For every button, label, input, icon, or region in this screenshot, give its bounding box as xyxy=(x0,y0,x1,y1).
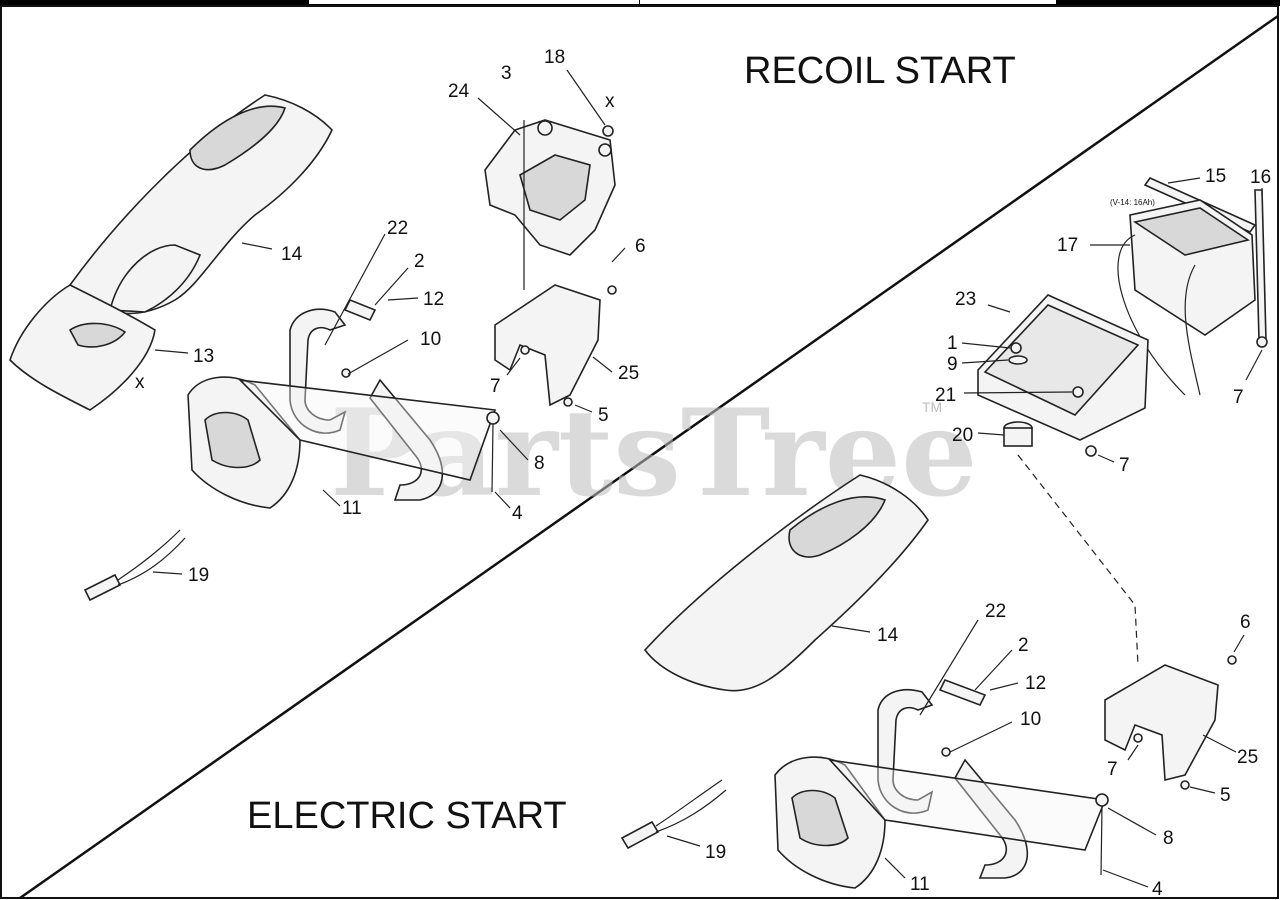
recoil-start-title: RECOIL START xyxy=(744,50,1016,92)
part-7-nut xyxy=(520,345,530,355)
header-cell-right xyxy=(639,0,1057,5)
label-25-electric: 25 xyxy=(1237,747,1258,768)
label-5: 5 xyxy=(598,405,609,426)
part-20-rubber-mount xyxy=(1003,421,1033,447)
label-13: 13 xyxy=(193,346,214,367)
label-24: 24 xyxy=(448,81,470,102)
label-23: 23 xyxy=(955,289,976,310)
label-6-electric: 6 xyxy=(1240,612,1251,633)
label-1: 1 xyxy=(947,333,958,354)
part-11-handle-base xyxy=(187,376,301,509)
electric-start-title: ELECTRIC START xyxy=(247,795,567,837)
part-25-mount-plate xyxy=(494,284,601,407)
label-21: 21 xyxy=(935,385,956,406)
label-x-upper: x xyxy=(605,91,615,112)
part-4-bolt-electric xyxy=(1100,805,1103,876)
label-10-electric: 10 xyxy=(1020,709,1041,730)
label-22: 22 xyxy=(387,218,408,239)
part-1-bolt xyxy=(1010,342,1022,354)
mount-path xyxy=(1017,454,1139,666)
label-2-electric: 2 xyxy=(1018,635,1029,656)
part-19-wire-harness-electric xyxy=(620,779,727,850)
label-8: 8 xyxy=(534,453,545,474)
part-6-screw-electric xyxy=(1227,655,1237,665)
part-18-washer xyxy=(602,125,614,137)
part-14-console-cover xyxy=(68,94,333,315)
label-x-lower: x xyxy=(135,372,145,393)
part-7-nut-a xyxy=(1085,445,1097,457)
part-23-battery-tray xyxy=(977,294,1149,441)
part-17-battery: (V-14: 16Ah) xyxy=(1110,198,1256,396)
part-14-console-cover-electric xyxy=(643,474,929,692)
label-11-electric: 11 xyxy=(910,874,930,895)
label-22-electric: 22 xyxy=(985,601,1006,622)
label-25: 25 xyxy=(618,363,639,384)
label-3: 3 xyxy=(501,63,512,84)
part-8-nut-electric xyxy=(1095,793,1109,807)
battery-rating: (V-14: 16Ah) xyxy=(1110,198,1155,207)
label-17: 17 xyxy=(1057,235,1078,256)
label-8-electric: 8 xyxy=(1163,828,1174,849)
part-12-clip xyxy=(343,298,377,322)
label-15: 15 xyxy=(1205,166,1226,187)
label-2: 2 xyxy=(414,251,425,272)
label-7-mount: 7 xyxy=(1119,455,1130,476)
watermark-tm: TM xyxy=(922,399,942,415)
section-divider xyxy=(19,14,1279,900)
part-22-handle-frame xyxy=(237,308,497,501)
diagram-border xyxy=(0,5,1279,899)
part-7-nut-b xyxy=(1256,336,1268,348)
part-16-rod xyxy=(1254,189,1267,341)
part-5-screw xyxy=(563,397,573,407)
label-20: 20 xyxy=(952,425,973,446)
part-22-handle-frame-electric xyxy=(827,688,1107,879)
label-16: 16 xyxy=(1250,167,1271,188)
part-21-nut xyxy=(1072,386,1084,398)
part-19-wire-harness xyxy=(83,529,186,602)
part-6-screw xyxy=(607,285,617,295)
label-4-electric: 4 xyxy=(1152,879,1163,900)
label-12-electric: 12 xyxy=(1025,673,1046,694)
part-8-nut xyxy=(486,411,500,425)
part-9-washer xyxy=(1008,355,1028,365)
label-12: 12 xyxy=(423,289,444,310)
part-25-mount-plate-electric xyxy=(1104,664,1219,782)
part-10-screw-electric xyxy=(941,747,951,757)
part-4-bolt xyxy=(491,423,494,493)
label-14-electric: 14 xyxy=(877,625,899,646)
label-7: 7 xyxy=(490,376,501,397)
label-19-electric: 19 xyxy=(705,842,726,863)
label-4: 4 xyxy=(512,503,523,524)
label-19: 19 xyxy=(188,565,209,586)
label-7-electric: 7 xyxy=(1107,759,1118,780)
label-9: 9 xyxy=(947,354,958,375)
label-10: 10 xyxy=(420,329,441,350)
label-6: 6 xyxy=(635,236,646,257)
label-5-electric: 5 xyxy=(1220,785,1231,806)
label-18: 18 xyxy=(544,47,565,68)
label-14: 14 xyxy=(281,244,303,265)
part-12-clip-electric xyxy=(938,678,987,707)
part-13-dash-panel xyxy=(9,284,156,411)
part-5-screw-electric xyxy=(1180,780,1190,790)
label-11: 11 xyxy=(342,498,362,519)
label-7-tray: 7 xyxy=(1233,387,1244,408)
part-24-mount-bracket xyxy=(484,119,616,256)
part-7-nut-electric xyxy=(1133,733,1143,743)
